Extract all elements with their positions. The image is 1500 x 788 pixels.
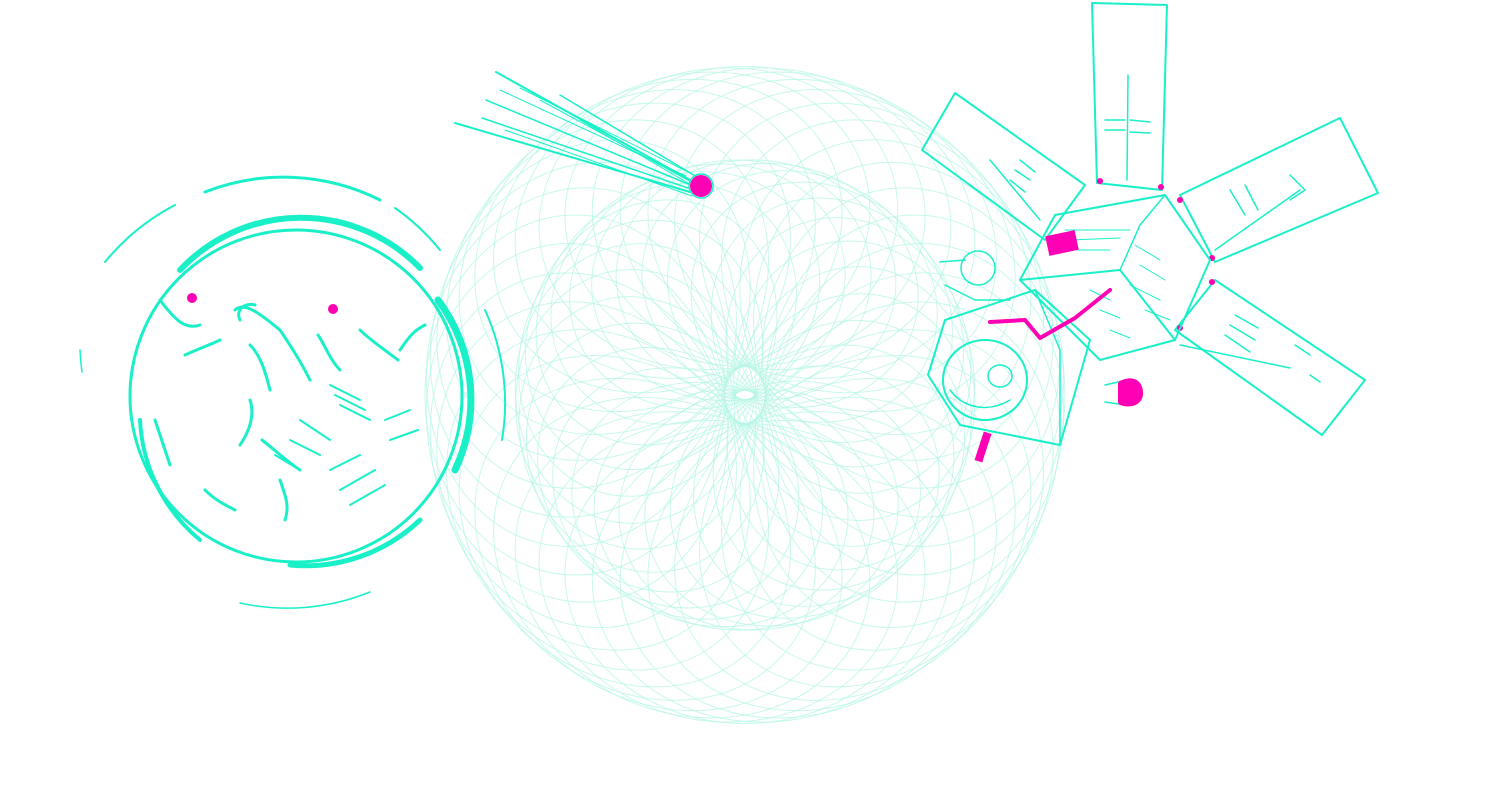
orbit-loop	[571, 381, 849, 628]
orbit-loop	[721, 119, 1044, 461]
spirograph-orbit-pattern	[424, 66, 1066, 724]
orbit-loop	[537, 347, 800, 609]
orbit-loop	[753, 272, 1061, 629]
orbit-loop	[641, 162, 919, 409]
orbit-loop	[647, 396, 997, 712]
orbit-loop	[739, 301, 1054, 651]
orbit-loop	[721, 329, 1044, 671]
orbit-loop	[552, 367, 823, 620]
comet-icon	[454, 71, 714, 199]
orbit-loop	[514, 71, 871, 379]
satellite-body	[927, 194, 1211, 463]
orbit-loop	[446, 329, 769, 671]
solar-panel-left	[921, 92, 1086, 241]
orbit-loop	[493, 78, 843, 394]
orbit-loop	[761, 243, 1065, 603]
orbit-loop	[429, 161, 737, 518]
solar-panel-right	[1179, 117, 1379, 263]
orbit-loop	[761, 187, 1065, 547]
orbit-loop	[525, 322, 780, 593]
orbit-loop	[436, 139, 751, 489]
planet-icon	[79, 175, 507, 609]
orbit-loop	[474, 377, 816, 701]
orbit-loop	[733, 240, 975, 521]
orbit-loop	[710, 197, 965, 468]
solar-panel-top	[1091, 2, 1168, 191]
orbit-loop	[667, 170, 938, 423]
orbit-loop	[446, 119, 769, 461]
satellite-icon	[921, 2, 1379, 463]
solar-panel-bottom-right	[1174, 279, 1366, 436]
orbit-loop	[458, 355, 791, 688]
orbit-loop	[674, 89, 1016, 413]
orbit-loop	[690, 181, 953, 443]
orbit-loop	[699, 102, 1032, 435]
orbit-loop	[425, 187, 729, 547]
